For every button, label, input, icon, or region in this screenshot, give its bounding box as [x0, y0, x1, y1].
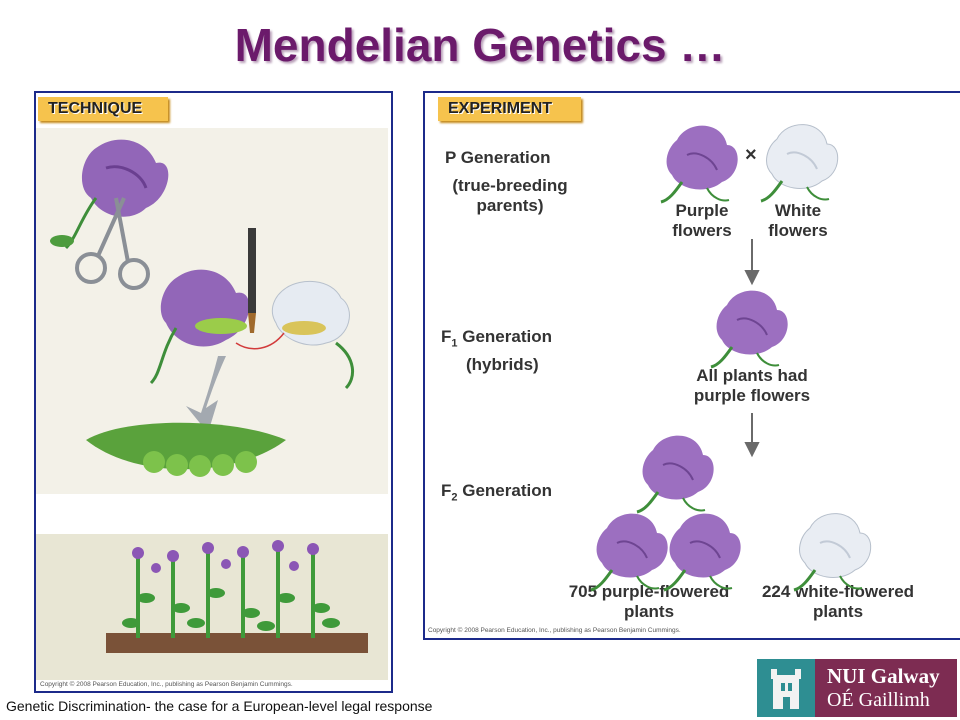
- down-arrow-icon: [744, 239, 760, 458]
- f1-purple-flower-icon: [709, 289, 790, 369]
- p-generation-label: P Generation: [445, 148, 551, 167]
- footer-text: Genetic Discrimination- the case for a E…: [6, 698, 433, 714]
- f2-white-flower-icon: [792, 512, 873, 592]
- pollination-flowers-icon: [149, 228, 355, 433]
- f2-generation-label: F2 Generation: [441, 481, 552, 504]
- experiment-flowers: [589, 123, 873, 592]
- technique-illustration: [36, 128, 388, 680]
- p-generation-sub: (true-breeding parents): [452, 176, 568, 215]
- flower-with-scissors-icon: [50, 139, 169, 290]
- white-parent-flower-icon: [759, 123, 840, 203]
- purple-flowers-label: Purple flowers: [672, 201, 732, 240]
- logo-line1: NUI Galway: [827, 664, 940, 688]
- technique-copyright: Copyright © 2008 Pearson Education, Inc.…: [40, 681, 293, 688]
- f2-purple-count-label: 705 purple-flowered plants: [568, 582, 730, 621]
- pea-plants-icon: [106, 540, 368, 653]
- experiment-tag: EXPERIMENT: [438, 97, 581, 121]
- white-flowers-label: White flowers: [768, 201, 828, 240]
- technique-tag: TECHNIQUE: [38, 97, 168, 121]
- f1-hybrids-label: (hybrids): [466, 355, 539, 374]
- pea-pod-icon: [86, 422, 286, 477]
- f2-purple-flower-3-icon: [662, 512, 743, 592]
- cross-symbol: ×: [745, 144, 757, 166]
- nui-galway-logo: NUI Galway OÉ Gaillimh: [757, 659, 957, 717]
- logo-line2: OÉ Gaillimh: [827, 689, 930, 711]
- f2-purple-flower-1-icon: [635, 434, 716, 514]
- slide-title: Mendelian Genetics …: [234, 19, 726, 71]
- f1-result-label: All plants had purple flowers: [693, 366, 811, 405]
- purple-parent-flower-icon: [659, 124, 740, 204]
- f1-generation-label: F1 Generation: [441, 327, 552, 350]
- university-crest-icon: [757, 659, 815, 717]
- f2-purple-flower-2-icon: [589, 512, 670, 592]
- experiment-copyright: Copyright © 2008 Pearson Education, Inc.…: [428, 627, 681, 634]
